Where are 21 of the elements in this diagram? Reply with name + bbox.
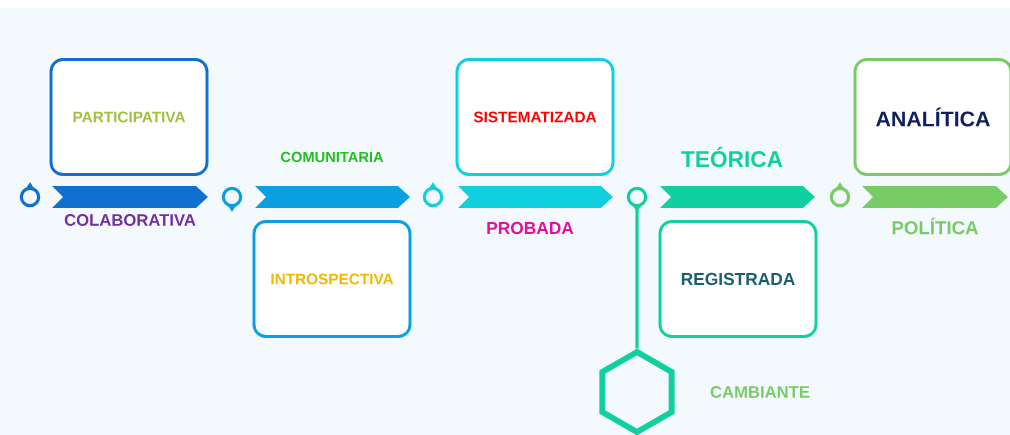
chevron-band [862,186,1008,208]
chevron-band [458,186,613,208]
connector-line [635,207,639,349]
marker-circle [829,182,851,208]
text-box: ANALÍTICA [853,58,1010,176]
stage-label: COMUNITARIA [281,151,384,163]
marker-circle [422,182,444,208]
chevron-band [660,186,815,208]
text-box: INTROSPECTIVA [252,220,412,338]
stage-label: POLÍTICA [892,217,979,235]
chevron-band [255,186,410,208]
stage-label: PROBADA [487,221,574,235]
text-box: REGISTRADA [658,220,818,338]
marker-circle [221,186,243,212]
marker-circle [19,182,41,208]
text-box: PARTICIPATIVA [49,58,209,176]
stage-label: TEÓRICA [681,146,783,168]
side-label: CAMBIANTE [710,386,810,398]
stage-label: COLABORATIVA [64,214,196,226]
chevron-band [52,186,208,208]
text-box: SISTEMATIZADA [455,58,615,176]
